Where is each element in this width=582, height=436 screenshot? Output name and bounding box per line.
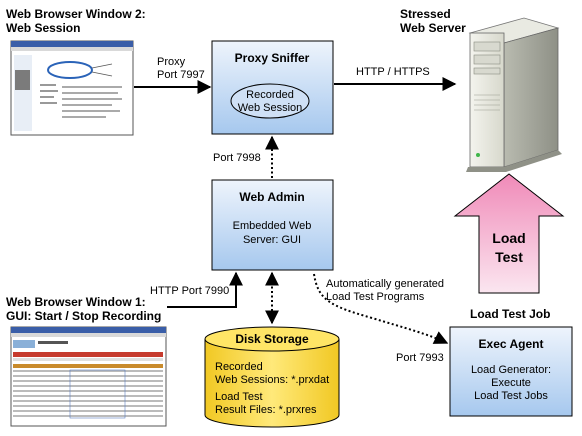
proxy-port-label-1: Proxy xyxy=(157,56,186,68)
server-title-2: Web Server xyxy=(400,21,466,35)
proxy-sniffer-box: Proxy Sniffer Recorded Web Session xyxy=(211,40,334,135)
port-7998-label: Port 7998 xyxy=(213,152,261,164)
ellipse-line-2: Web Session xyxy=(238,102,303,114)
exec-agent-line-3: Load Test Jobs xyxy=(474,390,548,402)
exec-agent-box: Exec Agent Load Generator: Execute Load … xyxy=(449,326,573,417)
http-https-label: HTTP / HTTPS xyxy=(356,66,430,78)
proxy-port-label-2: Port 7997 xyxy=(157,69,205,81)
disk-storage-line-4: Result Files: *.prxres xyxy=(215,404,317,416)
proxy-sniffer-title: Proxy Sniffer xyxy=(235,51,310,65)
edge-admin-to-exec-agent xyxy=(313,273,449,344)
web-admin-line-1: Embedded Web xyxy=(233,220,312,232)
auto-gen-label-2: Load Test Programs xyxy=(326,291,425,303)
exec-agent-line-1: Load Generator: xyxy=(471,364,551,376)
browser-window-1-screenshot xyxy=(10,326,167,427)
server-title-1: Stressed xyxy=(400,7,451,21)
web-admin-title: Web Admin xyxy=(239,190,304,204)
edge-browser1-to-admin xyxy=(167,271,243,308)
exec-agent-line-2: Execute xyxy=(491,377,531,389)
browser2-title-2: Web Session xyxy=(6,21,80,35)
disk-storage-cylinder: Disk Storage Recorded Web Sessions: *.pr… xyxy=(204,326,340,428)
stressed-web-server-icon xyxy=(466,17,562,172)
browser1-title-1: Web Browser Window 1: xyxy=(6,295,146,309)
load-test-line-1: Load xyxy=(492,230,525,246)
recorded-session-ellipse xyxy=(230,83,310,119)
load-test-line-2: Test xyxy=(495,249,523,265)
browser1-title-2: GUI: Start / Stop Recording xyxy=(6,309,161,323)
disk-storage-line-2: Web Sessions: *.prxdat xyxy=(215,374,329,386)
browser-window-2-screenshot xyxy=(10,40,134,136)
disk-storage-line-1: Recorded xyxy=(215,361,263,373)
disk-storage-line-3: Load Test xyxy=(215,391,263,403)
port-7993-label: Port 7993 xyxy=(396,352,444,364)
ellipse-line-1: Recorded xyxy=(246,89,294,101)
http-port-7990-label: HTTP Port 7990 xyxy=(150,285,229,297)
browser2-title-1: Web Browser Window 2: xyxy=(6,7,146,21)
load-test-arrow: Load Test xyxy=(453,173,565,294)
web-admin-box: Web Admin Embedded Web Server: GUI xyxy=(211,179,334,271)
load-test-job-title: Load Test Job xyxy=(470,307,550,321)
web-admin-line-2: Server: GUI xyxy=(243,234,301,246)
disk-storage-title: Disk Storage xyxy=(235,332,309,346)
exec-agent-title: Exec Agent xyxy=(479,337,544,351)
auto-gen-label-1: Automatically generated xyxy=(326,278,444,290)
